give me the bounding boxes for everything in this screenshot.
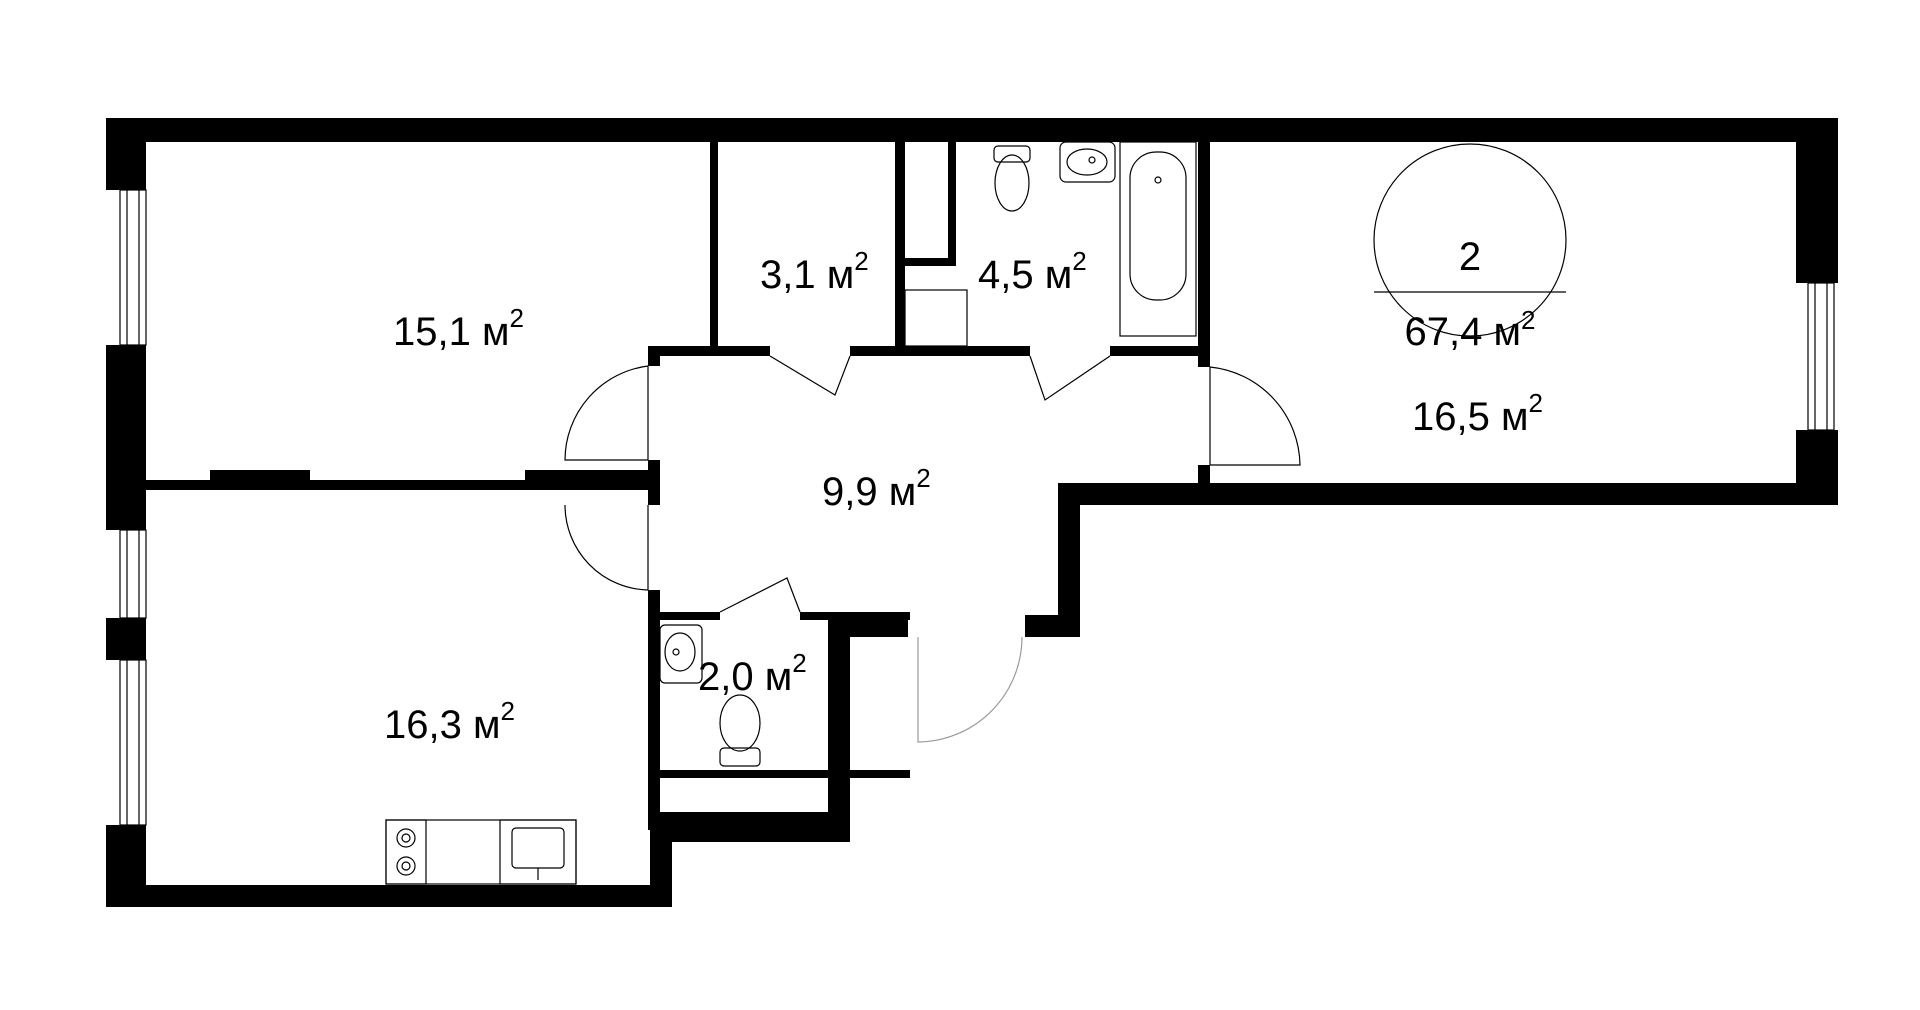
window-bedroom: [119, 189, 147, 346]
stove-icon: [385, 819, 427, 885]
window-kitchen-upper: [119, 529, 147, 619]
area-label-storage: 3,1 м2: [760, 246, 869, 297]
kitchen-sink-icon: [499, 819, 577, 885]
area-label-hall: 9,9 м2: [822, 463, 931, 514]
area-label-kitchen: 16,3 м2: [384, 696, 515, 747]
area-label-bedroom: 15,1 м2: [393, 303, 524, 354]
door-living-room: [1209, 366, 1301, 466]
total-area: 67,4 м2: [1405, 305, 1536, 354]
door-bathroom: [1029, 355, 1111, 401]
window-living-room: [1807, 282, 1835, 431]
sink-toilet-icon: [659, 624, 703, 684]
bathtub-icon: [1119, 141, 1197, 337]
door-entrance: [917, 636, 1023, 743]
windows: [119, 189, 1835, 826]
door-kitchen: [564, 504, 649, 591]
area-label-bathroom: 4,5 м2: [978, 246, 1087, 297]
door-storage: [769, 355, 851, 396]
window-kitchen-lower: [119, 659, 147, 826]
room-labels: 15,1 м2 3,1 м2 4,5 м2 16,5 м2 9,9 м2 16,…: [384, 246, 1543, 747]
interior-walls: [146, 142, 1210, 830]
area-label-toilet: 2,0 м2: [698, 648, 807, 699]
toilet-bath-icon: [993, 145, 1031, 212]
fixtures: [385, 141, 1197, 885]
room-count: 2: [1459, 235, 1481, 279]
toilet-wc-icon: [719, 694, 761, 767]
door-bedroom: [564, 365, 649, 461]
area-label-living-room: 16,5 м2: [1412, 388, 1543, 439]
summary-badge: 2 67,4 м2: [1373, 143, 1567, 354]
washer-icon: [904, 289, 968, 347]
sink-bath-icon: [1059, 141, 1116, 183]
doors: [564, 355, 1301, 743]
door-toilet: [719, 577, 801, 613]
kitchen-counter: [385, 819, 577, 885]
exterior-walls: [106, 118, 1838, 907]
